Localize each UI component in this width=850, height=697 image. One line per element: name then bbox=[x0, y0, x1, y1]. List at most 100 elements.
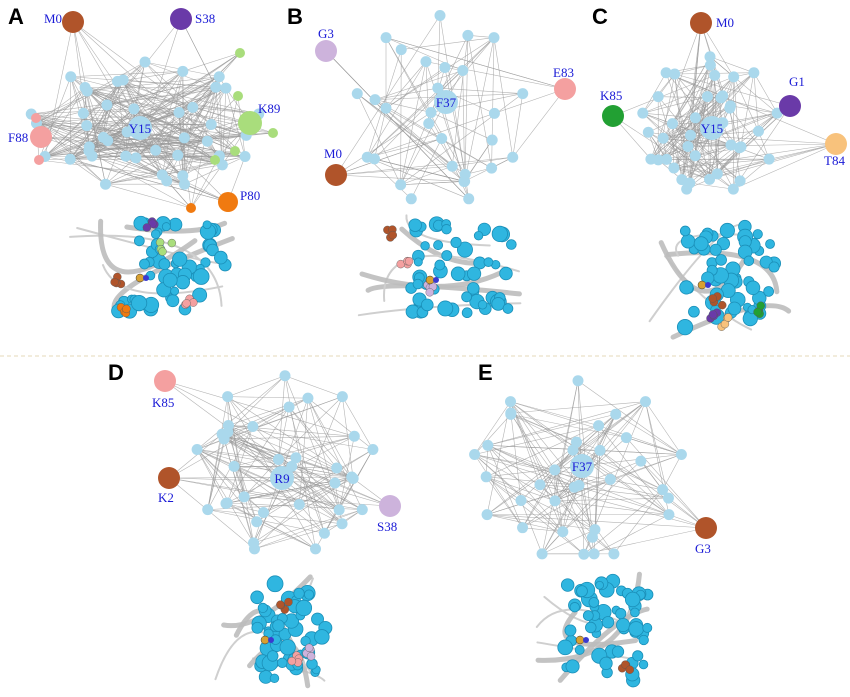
network-edge bbox=[753, 72, 778, 114]
network-edge bbox=[686, 147, 740, 190]
protein-rna-structure bbox=[214, 574, 333, 689]
residue-node bbox=[689, 150, 701, 162]
network-edge bbox=[474, 401, 511, 455]
residue-node bbox=[505, 408, 517, 420]
network-edge bbox=[599, 450, 707, 529]
surface-atoms bbox=[420, 298, 434, 312]
network-edge bbox=[162, 87, 227, 176]
residue-node bbox=[709, 69, 721, 81]
surface-atoms bbox=[434, 259, 446, 271]
residue-label: S38 bbox=[195, 11, 215, 26]
network-edge bbox=[35, 81, 118, 119]
residue-node-k85 bbox=[602, 105, 624, 127]
residue-node bbox=[604, 473, 616, 485]
network-edge bbox=[474, 454, 564, 532]
network-edge bbox=[717, 143, 837, 175]
residue-node bbox=[682, 140, 694, 152]
network-edge bbox=[72, 21, 185, 185]
network-edge bbox=[36, 81, 118, 124]
residue-node bbox=[486, 134, 498, 146]
residue-node bbox=[701, 91, 713, 103]
surface-atoms bbox=[158, 258, 171, 270]
residue-node bbox=[239, 151, 251, 162]
network-edge bbox=[177, 150, 236, 156]
network-edge bbox=[709, 56, 778, 114]
residue-label: M0 bbox=[44, 11, 62, 26]
network-edge bbox=[401, 37, 495, 50]
residue-node bbox=[395, 44, 407, 56]
surface-atoms bbox=[420, 241, 430, 251]
network-edge bbox=[674, 64, 711, 75]
network-edge bbox=[299, 478, 354, 505]
residue-node bbox=[481, 509, 493, 521]
surface-atoms bbox=[615, 608, 627, 620]
residue-node bbox=[549, 464, 561, 476]
residue-node bbox=[704, 173, 716, 185]
network-edge bbox=[385, 61, 427, 109]
ligand bbox=[260, 635, 270, 645]
surface-atoms bbox=[679, 280, 694, 295]
residue-node bbox=[101, 99, 113, 111]
network-edge bbox=[190, 87, 217, 209]
network-nodes bbox=[637, 51, 783, 195]
surface-atoms bbox=[192, 268, 210, 285]
residue-node-g3 bbox=[315, 40, 337, 62]
network-edges bbox=[164, 375, 391, 550]
residue-label: G3 bbox=[695, 541, 711, 556]
surface-atoms bbox=[628, 621, 644, 637]
residue-node bbox=[120, 150, 132, 162]
residue-node-s38 bbox=[170, 8, 192, 30]
network-edge bbox=[168, 477, 363, 510]
network-edge bbox=[168, 433, 223, 479]
highlighted-residue bbox=[182, 299, 191, 308]
network-edge bbox=[554, 500, 669, 515]
surface-atoms bbox=[576, 585, 588, 598]
surface-atoms bbox=[616, 618, 631, 633]
residue-node bbox=[573, 479, 585, 491]
ligand bbox=[433, 277, 439, 283]
network-edge bbox=[474, 425, 599, 455]
network-edge bbox=[539, 450, 601, 486]
highlighted-residue bbox=[142, 223, 152, 232]
network-edge bbox=[31, 87, 226, 115]
network-edge bbox=[485, 476, 585, 555]
network-edge bbox=[168, 477, 340, 511]
network-edge bbox=[288, 406, 337, 469]
residue-node-lightgreen bbox=[235, 48, 245, 58]
network-edge bbox=[234, 435, 355, 467]
network-edge bbox=[487, 514, 707, 529]
network-edge bbox=[554, 401, 646, 471]
residue-node bbox=[228, 460, 240, 472]
network-edge bbox=[85, 87, 226, 89]
network-edge bbox=[168, 397, 309, 479]
network-edge bbox=[190, 164, 223, 209]
network-edge bbox=[295, 457, 325, 534]
residue-node bbox=[572, 375, 584, 387]
network-edge bbox=[284, 375, 343, 397]
residue-node-s38 bbox=[379, 495, 401, 517]
surface-atoms bbox=[170, 286, 180, 296]
highlighted-residue bbox=[110, 277, 119, 287]
surface-atoms bbox=[461, 307, 473, 319]
hub-label: F37 bbox=[572, 459, 593, 474]
residue-node-m0 bbox=[325, 164, 347, 186]
surface-atoms bbox=[693, 236, 709, 252]
residue-node bbox=[436, 132, 448, 144]
network-edge bbox=[486, 485, 580, 515]
network-edge bbox=[672, 123, 710, 180]
surface-atoms bbox=[251, 621, 264, 634]
network-edge bbox=[598, 425, 670, 515]
network-edge bbox=[487, 445, 523, 528]
network-edge bbox=[510, 401, 599, 426]
highlighted-residue bbox=[122, 304, 131, 314]
residue-node bbox=[727, 183, 739, 195]
network-edge bbox=[182, 52, 241, 72]
network-edge bbox=[298, 398, 309, 505]
network-edge bbox=[510, 412, 577, 443]
network-edge bbox=[474, 454, 555, 471]
surface-atoms bbox=[719, 222, 735, 239]
network-edges bbox=[612, 22, 837, 190]
residue-node-lightgreen bbox=[210, 155, 220, 165]
